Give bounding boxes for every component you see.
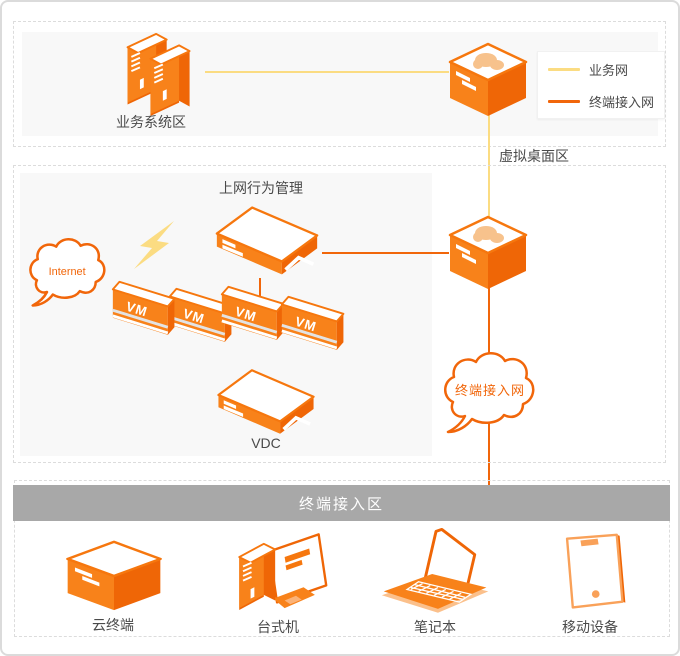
business-gateway-cube-icon	[448, 42, 528, 116]
business-net-link-vertical	[488, 115, 490, 233]
vm-label: VM	[124, 299, 149, 320]
vdc-label: VDC	[251, 435, 281, 451]
cloud-terminal-icon	[66, 540, 162, 611]
zone-virtual-desktop-label: 虚拟桌面区	[499, 148, 569, 164]
behavior-mgmt-label: 上网行为管理	[219, 180, 303, 196]
legend-label-access-net: 终端接入网	[589, 94, 655, 110]
legend-item-access-net: 终端接入网	[548, 92, 664, 111]
appliance-to-gateway-link	[322, 252, 449, 254]
laptop-label: 笔记本	[414, 619, 456, 635]
mobile-device-icon	[565, 533, 626, 609]
vm-label: VM	[233, 304, 258, 325]
laptop-icon	[381, 527, 489, 613]
legend-label-business-net: 业务网	[589, 62, 629, 78]
zone-business-system	[13, 21, 666, 147]
lightning-icon	[134, 221, 174, 269]
legend-swatch-business-net	[548, 67, 580, 71]
desktop-gateway-cube-icon	[448, 215, 528, 289]
zone-business-label: 业务系统区	[116, 114, 186, 130]
mobile-device-label: 移动设备	[562, 619, 618, 635]
internet-cloud-icon: Internet	[29, 238, 106, 307]
vm-label: VM	[293, 314, 318, 335]
server-tower-front	[149, 44, 191, 117]
cloud-terminal-label: 云终端	[92, 617, 134, 633]
legend: 业务网 终端接入网	[537, 51, 665, 119]
business-servers-icon	[126, 32, 191, 117]
vm-icon: VM	[111, 280, 176, 335]
legend-swatch-access-net	[548, 99, 580, 103]
vm-label: VM	[181, 306, 206, 327]
terminal-access-bar: 终端接入区	[13, 485, 670, 521]
zone-virtual-desktop	[13, 165, 666, 463]
access-network-cloud: 终端接入网	[444, 352, 535, 434]
desktop-pc-label: 台式机	[257, 619, 299, 635]
desktop-pc-icon	[238, 533, 328, 610]
internet-label: Internet	[49, 266, 86, 278]
cloud-glyph	[473, 53, 504, 70]
business-net-link-horizontal	[205, 71, 449, 73]
vm-icon: VM	[280, 295, 345, 350]
behavior-mgmt-appliance-icon	[215, 206, 319, 275]
cloud-glyph	[473, 226, 504, 243]
zone-terminal-access	[14, 480, 670, 637]
zone-terminal-label: 终端接入区	[298, 495, 384, 513]
vdc-appliance-icon	[217, 369, 315, 434]
legend-item-business-net: 业务网	[548, 60, 664, 79]
vm-icon: VM	[220, 285, 285, 340]
appliance-to-vm-link	[259, 278, 261, 312]
access-network-cloud-label: 终端接入网	[455, 383, 525, 398]
